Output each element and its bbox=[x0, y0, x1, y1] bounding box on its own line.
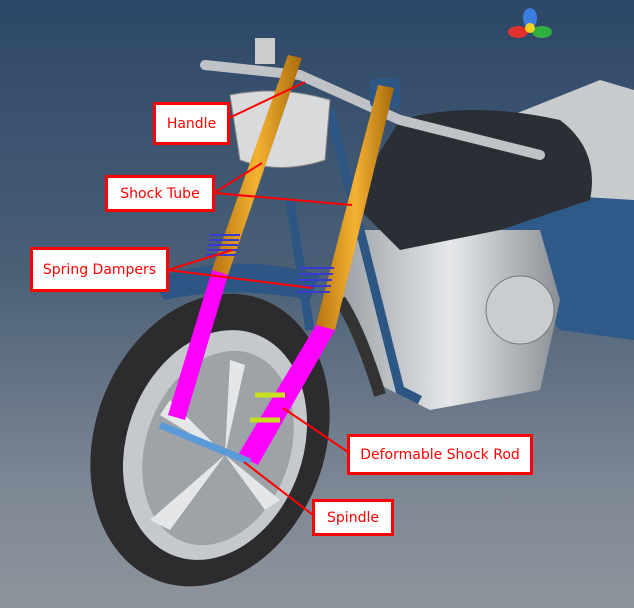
spindle bbox=[158, 421, 252, 466]
spring-dampers bbox=[206, 234, 334, 293]
orientation-triad-icon[interactable] bbox=[508, 8, 552, 38]
callout-arrows bbox=[167, 81, 353, 516]
fuel-tank bbox=[350, 110, 592, 250]
callout-deformable-shock-rod: Deformable Shock Rod bbox=[347, 434, 533, 475]
callout-spring-dampers: Spring Dampers bbox=[30, 247, 169, 292]
callout-shock-tube: Shock Tube bbox=[105, 175, 215, 212]
callout-spindle: Spindle bbox=[312, 499, 394, 536]
engine bbox=[334, 230, 560, 410]
callout-handle: Handle bbox=[153, 102, 230, 145]
deformable-shock-rods bbox=[168, 270, 335, 465]
